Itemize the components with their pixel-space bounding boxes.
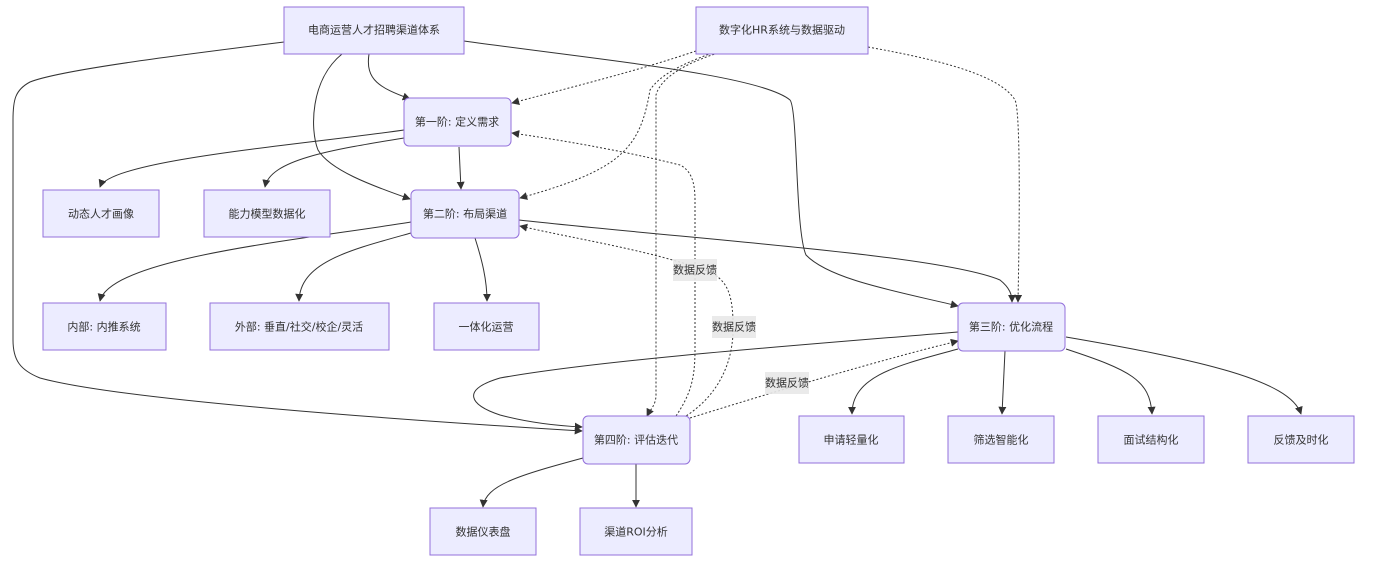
node-label: 能力模型数据化 <box>229 207 306 221</box>
node-external-channels[interactable]: 外部: 垂直/社交/校企/灵活 <box>209 302 390 351</box>
edge-stage3-to-interview-structured <box>1065 348 1156 415</box>
edge-stage1-to-competency-model <box>262 137 405 188</box>
edge-stage1-to-talent-profile <box>98 129 405 188</box>
node-stage3[interactable]: 第三阶: 优化流程 <box>957 302 1066 352</box>
edge-stage2-to-integrated-ops <box>474 237 491 302</box>
node-stage4[interactable]: 第四阶: 评估迭代 <box>582 415 691 465</box>
node-label: 渠道ROI分析 <box>604 525 668 539</box>
node-label: 面试结构化 <box>1124 433 1179 447</box>
edge-hr-to-stage3 <box>867 46 1023 303</box>
node-stage2[interactable]: 第二阶: 布局渠道 <box>410 189 520 239</box>
edge-hr-to-stage2 <box>519 52 713 200</box>
node-label: 申请轻量化 <box>824 433 879 447</box>
edge-root-to-stage3 <box>463 40 959 309</box>
edge-stage3-to-feedback-timely <box>1065 336 1303 415</box>
node-competency-model[interactable]: 能力模型数据化 <box>203 189 331 238</box>
node-label: 数字化HR系统与数据驱动 <box>719 23 845 37</box>
node-root[interactable]: 电商运营人才招聘渠道体系 <box>283 6 465 55</box>
edge-label-text: 数据反馈 <box>765 376 809 390</box>
node-channel-roi[interactable]: 渠道ROI分析 <box>579 507 693 556</box>
node-internal-referral[interactable]: 内部: 内推系统 <box>42 302 167 351</box>
edge-stage4-to-stage2-feedback <box>519 223 734 419</box>
edge-stage4-to-stage1-feedback <box>511 130 696 417</box>
node-label: 数据仪表盘 <box>456 525 511 539</box>
edge-stage3-to-apply-lite <box>848 348 959 415</box>
node-label: 第一阶: 定义需求 <box>415 115 499 129</box>
node-label: 内部: 内推系统 <box>67 320 140 334</box>
node-hr-system[interactable]: 数字化HR系统与数据驱动 <box>695 6 869 55</box>
edge-stage4-to-dashboard <box>479 457 584 508</box>
node-label: 外部: 垂直/社交/校企/灵活 <box>235 320 363 334</box>
edge-stage4-to-stage3-feedback <box>689 338 959 419</box>
edge-root-to-stage1 <box>367 53 411 101</box>
edge-stage2-to-external <box>295 232 412 302</box>
node-label: 第四阶: 评估迭代 <box>594 433 678 447</box>
edges <box>12 40 1303 508</box>
node-screen-smart[interactable]: 筛选智能化 <box>947 415 1055 464</box>
edge-hr-to-stage4 <box>646 52 719 417</box>
edge-label-feedback-1: 数据反馈 <box>673 259 717 281</box>
edge-stage3-to-screen-smart <box>998 350 1007 415</box>
edge-root-to-stage2 <box>313 53 411 201</box>
node-stage1[interactable]: 第一阶: 定义需求 <box>403 97 512 147</box>
edge-hr-to-stage1 <box>511 50 697 106</box>
edge-root-to-stage4 <box>12 41 583 435</box>
node-talent-profile[interactable]: 动态人才画像 <box>42 189 160 238</box>
node-label: 第二阶: 布局渠道 <box>423 207 507 221</box>
edge-stage3-to-stage4 <box>473 331 959 431</box>
node-apply-lite[interactable]: 申请轻量化 <box>798 415 905 464</box>
node-label: 一体化运营 <box>459 320 514 334</box>
edge-label-feedback-3: 数据反馈 <box>765 372 809 394</box>
node-label: 动态人才画像 <box>68 207 134 221</box>
node-data-dashboard[interactable]: 数据仪表盘 <box>429 507 537 556</box>
node-label: 反馈及时化 <box>1274 433 1329 447</box>
node-label: 第三阶: 优化流程 <box>969 320 1053 334</box>
node-label: 电商运营人才招聘渠道体系 <box>308 23 440 37</box>
edge-stage2-to-stage3 <box>518 219 1016 303</box>
node-integrated-ops[interactable]: 一体化运营 <box>433 302 540 351</box>
node-interview-structured[interactable]: 面试结构化 <box>1097 415 1205 464</box>
edge-stage2-to-internal <box>97 221 412 302</box>
edge-label-feedback-2: 数据反馈 <box>712 316 756 338</box>
node-label: 筛选智能化 <box>974 433 1029 447</box>
edge-label-text: 数据反馈 <box>673 263 717 277</box>
edge-stage1-to-stage2 <box>456 146 465 190</box>
node-feedback-timely[interactable]: 反馈及时化 <box>1247 415 1355 464</box>
edge-label-text: 数据反馈 <box>712 320 756 334</box>
